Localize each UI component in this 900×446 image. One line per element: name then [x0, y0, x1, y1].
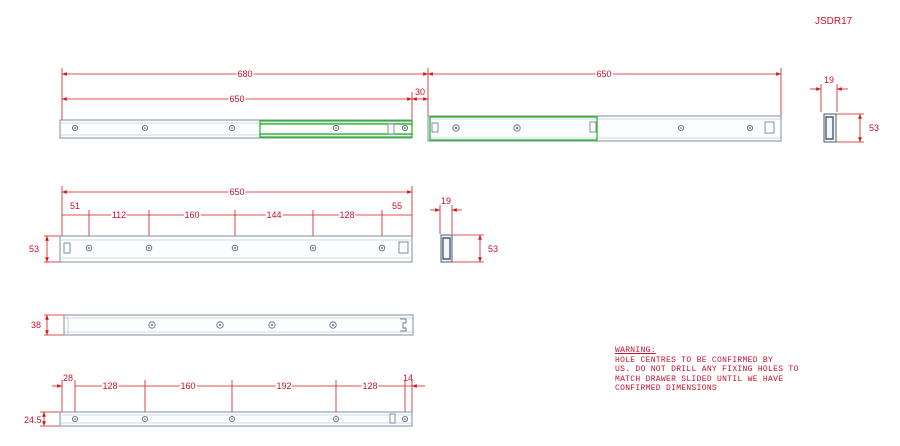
outer-rail-end-view: 19 53 — [430, 196, 498, 263]
dim-outer-end-width: 19 — [441, 196, 451, 206]
dim-assembly-end-width: 19 — [824, 75, 834, 85]
dim-outer-spacing-1: 51 — [70, 201, 80, 211]
dim-inner-spacing-4: 192 — [276, 381, 291, 391]
dim-inner-spacing-3: 160 — [180, 381, 195, 391]
dim-outer-end-height: 53 — [488, 244, 498, 254]
warning-line-4: CONFIRMED DIMENSIONS — [615, 384, 718, 393]
warning-title: WARNING: — [615, 346, 656, 355]
dim-outer-spacing-5: 128 — [339, 210, 354, 220]
dim-outer-spacing-2: 112 — [112, 210, 126, 220]
dim-intermediate-rail-height: 38 — [31, 320, 41, 330]
inner-rail-view: 28 128 160 192 128 14 24.5 — [24, 373, 425, 427]
assembly-end-view: 19 53 — [810, 75, 879, 143]
dim-assembly-end-height: 53 — [869, 123, 879, 133]
dim-extended-length: 680 — [237, 69, 252, 79]
dim-closed-length: 650 — [229, 94, 244, 104]
dim-inner-spacing-1: 28 — [63, 373, 73, 383]
drawing-code: JSDR17 — [815, 16, 853, 27]
warning-line-3: MATCH DRAWER SLIDED UNTIL WE HAVE — [615, 374, 784, 384]
dim-inner-spacing-6: 14 — [403, 373, 413, 383]
dim-inner-spacing-2: 128 — [102, 381, 117, 391]
outer-rail-view: 650 51 112 160 144 128 55 53 — [29, 186, 413, 263]
warning-note: WARNING: HOLE CENTRES TO BE CONFIRMED BY… — [615, 346, 845, 394]
dim-outer-spacing-3: 160 — [184, 210, 199, 220]
dim-outer-rail-height: 53 — [29, 244, 39, 254]
dim-inner-spacing-5: 128 — [362, 381, 377, 391]
assembly-view: 680 650 650 30 — [59, 68, 782, 142]
dim-outer-rail-length: 650 — [229, 187, 244, 197]
warning-line-1: HOLE CENTRES TO BE CONFIRMED BY — [615, 355, 774, 365]
dim-extension: 650 — [596, 69, 611, 79]
dim-inner-rail-height: 24.5 — [24, 415, 42, 425]
dim-offset: 30 — [415, 87, 425, 97]
dim-outer-spacing-6: 55 — [392, 201, 402, 211]
dim-outer-spacing-4: 144 — [266, 210, 281, 220]
warning-line-2: US. DO NOT DRILL ANY FIXING HOLES TO — [615, 365, 799, 374]
intermediate-rail-view: 38 — [31, 314, 414, 336]
